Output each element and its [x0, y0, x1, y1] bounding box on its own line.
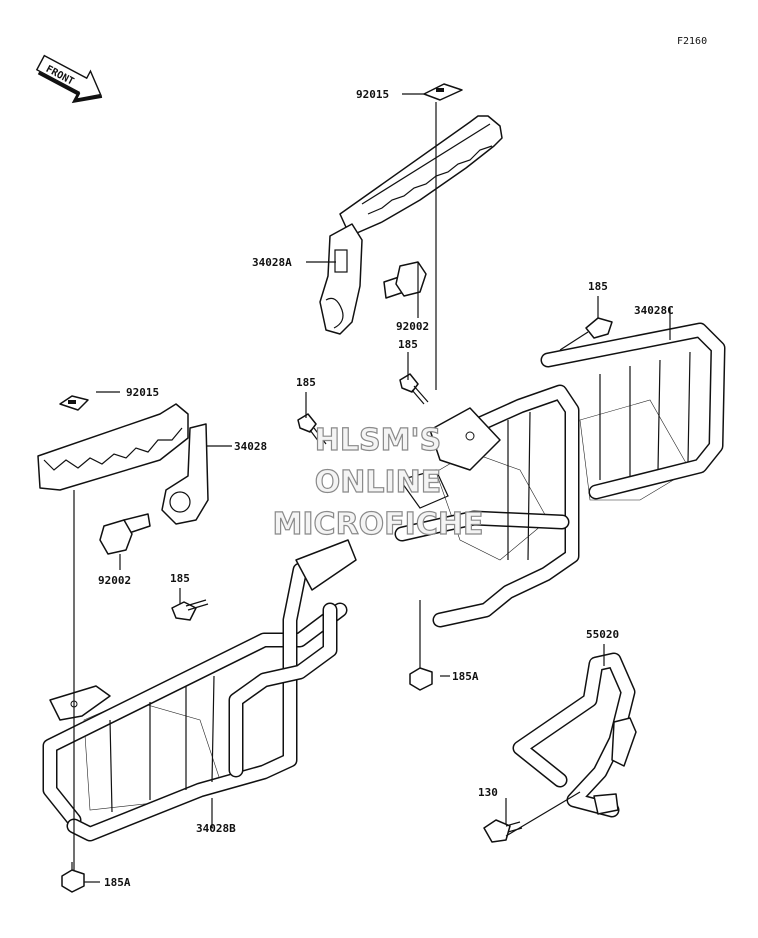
part-label-185A-bottom: 185A	[104, 876, 131, 889]
bolt-92002-right	[383, 261, 427, 299]
watermark-line-3: MICROFICHE	[273, 507, 484, 542]
bolt-185-upper-mid	[399, 373, 429, 405]
bracket-55020	[512, 652, 637, 818]
part-label-185-lower-left: 185	[170, 572, 190, 585]
part-label-55020: 55020	[586, 628, 619, 641]
bolt-130	[483, 819, 523, 843]
part-label-92002-left: 92002	[98, 574, 131, 587]
front-direction-arrow-icon: FRONT	[35, 54, 103, 104]
part-label-34028A: 34028A	[252, 256, 292, 269]
watermark-line-1: HLSM'S	[315, 423, 441, 458]
bolt-185-left-mid	[297, 413, 327, 447]
bumper-34028C	[394, 322, 726, 628]
part-label-92015-top: 92015	[356, 88, 389, 101]
watermark: HLSM'S ONLINE MICROFICHE	[272, 422, 484, 542]
part-label-92015-left: 92015	[126, 386, 159, 399]
footrest-34028A	[319, 83, 503, 335]
figure-code: F2160	[677, 36, 707, 47]
bolt-185A-mid	[409, 600, 433, 691]
part-label-185-upper-mid: 185	[398, 338, 418, 351]
bolt-185-right-top	[559, 317, 613, 351]
leader-lines	[73, 93, 671, 883]
part-label-92002-right: 92002	[396, 320, 429, 333]
bolt-185A-bottom	[61, 862, 85, 893]
bolt-185-lower-left	[171, 599, 209, 621]
bolt-92002-left	[99, 513, 151, 555]
part-label-34028: 34028	[234, 440, 267, 453]
footrest-34028	[37, 395, 209, 525]
part-label-130: 130	[478, 786, 498, 799]
part-label-34028C: 34028C	[634, 304, 674, 317]
bumper-34028B	[42, 539, 357, 842]
part-label-185-right-top: 185	[588, 280, 608, 293]
watermark-line-2: ONLINE	[315, 465, 442, 500]
part-label-34028B: 34028B	[196, 822, 236, 835]
part-label-185-left-mid: 185	[296, 376, 316, 389]
part-label-185A-mid: 185A	[452, 670, 479, 683]
